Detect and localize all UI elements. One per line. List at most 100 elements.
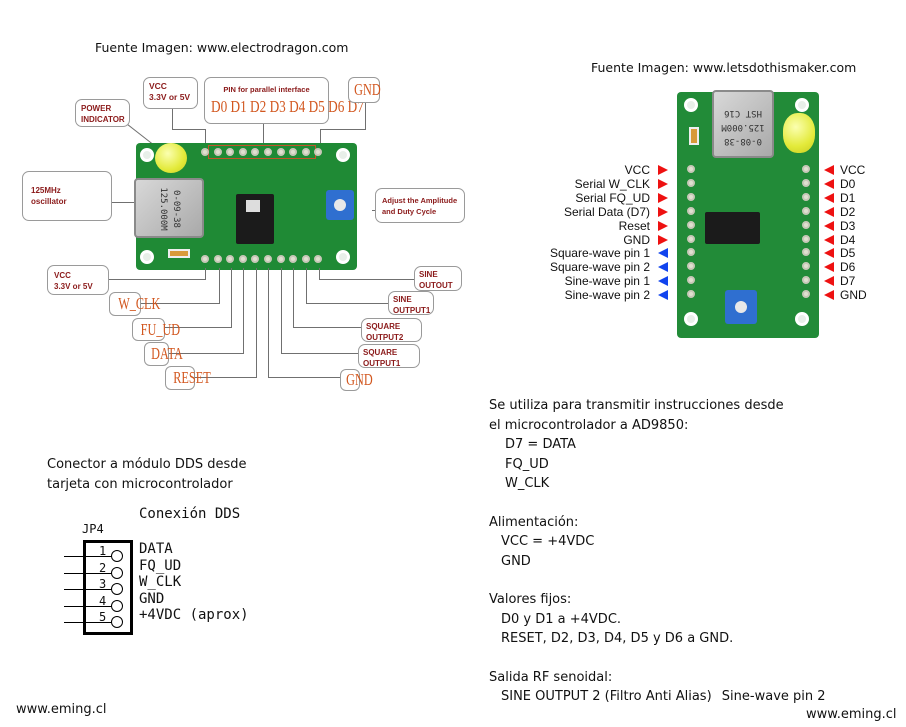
header-pin [687,206,695,215]
callout-text: INDICATOR [81,115,125,124]
amplitude-potentiometer[interactable] [326,190,354,220]
osc-mark: 0-08-38 [724,136,762,146]
pin-number: 3 [99,577,107,592]
ad9850-chip [705,212,760,244]
header-pin [238,255,247,263]
callout-text: 3.3V or 5V [149,92,191,102]
header-pin [802,178,810,187]
callout-square-output1: SQUARE OUTPUT1 [358,344,420,368]
footer-website-right[interactable]: www.eming.cl [806,707,897,722]
input-arrow-icon [824,178,834,189]
note-item: D7 = DATA [505,437,576,452]
header-pin [802,206,810,215]
input-arrow-icon [658,178,668,189]
pin-signal: W_CLK [139,574,182,591]
pin-label-left: Serial W_CLK [574,176,650,191]
callout-text: SINE [393,295,412,304]
output-arrow-icon [658,276,668,287]
callout-text: OUTPUT1 [363,359,401,368]
callout-text: SQUARE [366,322,401,331]
osc-mark: HST C16 [724,108,762,118]
pin-socket-icon [111,599,123,612]
pin-label-left: Sine-wave pin 2 [564,288,650,303]
header-pin [687,165,695,173]
callout-text: Adjust the Amplitude [382,196,458,205]
header-pin [687,192,695,201]
callout-text: SINE [419,270,438,279]
callout-oscillator: 125MHz oscillator [22,171,112,221]
left-source-caption: Fuente Imagen: www.electrodragon.com [95,40,349,55]
input-arrow-icon [824,165,834,175]
header-pin [802,234,810,243]
header-pin [687,262,695,271]
pin-number: 1 [99,544,107,558]
note-item: RESET, D2, D3, D4, D5 y D6 a GND. [501,631,734,646]
pin-number: 4 [99,593,107,608]
callout-text: and Duty Cycle [382,207,437,216]
chip-logo [246,200,260,212]
pin-number: 5 [99,610,107,625]
output-arrow-icon [658,262,668,273]
pin-label-left: Serial FQ_UD [575,190,650,205]
callout-text: FU_UD [140,320,181,339]
connector-ref: JP4 [82,522,104,536]
header-pin [276,255,285,263]
oscillator-marking: 0-08-38 125.000M HST C16 [714,106,772,148]
callout-vcc-top: VCC 3.3V or 5V [143,77,198,109]
note-item: FQ_UD [505,456,549,472]
pin-lead-line [64,605,116,607]
header-pin [301,255,310,263]
pin-label-left: GND [623,232,650,247]
pin-label-right: D4 [840,232,856,247]
note-intro-line: Se utiliza para transmitir instrucciones… [489,398,784,413]
pin-signal: DATA [139,541,173,557]
connector-title: Conexión DDS [139,506,241,522]
header-pin [226,148,235,156]
smd-capacitor [689,127,699,145]
pin-label-right: D5 [840,246,856,261]
output-arrow-icon [658,248,668,259]
pin-label-right: D6 [840,260,856,275]
pin-label-right: D1 [840,190,856,205]
input-arrow-icon [824,262,834,273]
callout-sine-output2: SINE OUTOUT 2 [414,266,462,301]
pin-lead-line [64,556,116,557]
pin-label-right: VCC [840,163,866,177]
callout-text: POWER [81,104,112,113]
callout-text: 125MHz [31,186,61,195]
header-pin [289,148,298,156]
parallel-title: PIN for parallel interface [223,85,310,94]
osc-mark-1: 0-09-38 [171,190,181,228]
callout-text: RESET [173,368,211,387]
note-heading: Alimentación: [489,514,579,530]
pin-label-left: Square-wave pin 2 [549,260,650,275]
header-pin [687,248,695,257]
note-heading: Valores fijos: [489,592,572,607]
footer-website-left[interactable]: www.eming.cl [16,702,107,717]
pin-lead-line [64,572,116,574]
power-led [155,143,187,173]
amplitude-potentiometer[interactable] [725,290,757,324]
description-line: Conector a módulo DDS desde [47,457,247,472]
callout-text: W_CLK [118,294,161,313]
callout-reset: RESET [165,366,211,390]
callout-w-clk: W_CLK [109,292,160,316]
header-pin [238,148,247,156]
pin-label-left: Serial Data (D7) [563,204,650,219]
parallel-pin-header-highlight [208,145,316,159]
callout-text: VCC [54,271,71,280]
header-pin [201,255,209,263]
oscillator-125mhz: 0-09-38 125.000M [134,178,204,238]
description-line: tarjeta con microcontrolador [47,476,233,492]
pin-label-left: VCC [624,163,650,177]
osc-mark: 125.000M [721,122,765,132]
note-intro-line: el microcontrolador a AD9850: [489,417,689,433]
input-arrow-icon [824,234,834,245]
input-arrow-icon [824,206,834,217]
callout-vcc-bottom: VCC 3.3V or 5V [47,265,109,295]
callout-parallel-interface: PIN for parallel interface D0 D1 D2 D3 D… [204,77,364,124]
header-pin [802,248,810,257]
pin-label-right: D2 [840,204,856,219]
smd-capacitor [168,249,190,258]
header-pin [314,148,323,156]
